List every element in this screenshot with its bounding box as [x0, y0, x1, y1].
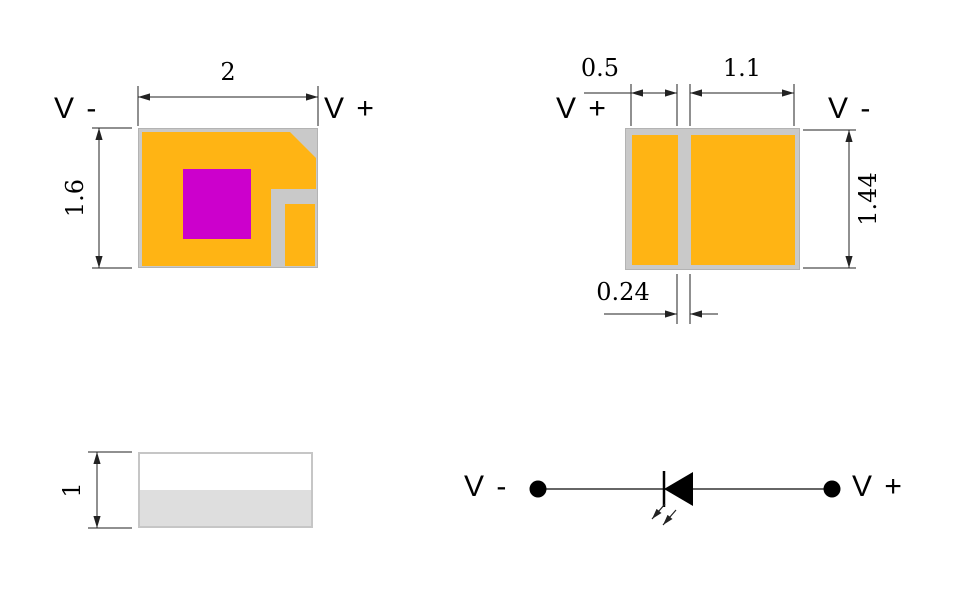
pad-view-left-pad [632, 135, 678, 265]
pad-view-vplus-label: V + [556, 92, 608, 125]
led-emission-arrow [651, 503, 666, 520]
side-view-dimension-lines [88, 451, 132, 529]
side-view-body [138, 452, 313, 528]
circuit-terminal-negative [529, 480, 547, 498]
top-view-width-dimension: 2 [220, 58, 236, 86]
top-view-corner-pad [285, 204, 315, 266]
circuit-terminal-positive [823, 480, 841, 498]
pad-view-height-dimension: 1.44 [854, 172, 882, 226]
side-view-shaded-half [140, 490, 311, 526]
top-view-vminus-label: V - [54, 92, 99, 125]
pad-view-right-pad [691, 135, 795, 265]
side-view-thickness-dimension: 1 [58, 482, 86, 498]
led-die [183, 169, 251, 239]
led-diode-triangle [664, 472, 693, 506]
top-view-vplus-label: V + [324, 92, 376, 125]
led-emission-arrow [662, 509, 677, 526]
pad-view-package-body [625, 128, 800, 270]
circuit-vminus-label: V - [464, 470, 509, 503]
pad-view-gap-dimension: 0.24 [596, 278, 650, 306]
circuit-vplus-label: V + [852, 470, 904, 503]
pad-view-left-pad-dimension: 0.5 [580, 54, 620, 82]
top-view-height-dimension: 1.6 [61, 178, 89, 218]
circuit-schematic [529, 471, 841, 526]
top-view-package-body [138, 128, 318, 268]
pad-view-vminus-label: V - [828, 92, 873, 125]
pad-view-right-pad-dimension: 1.1 [722, 54, 762, 82]
